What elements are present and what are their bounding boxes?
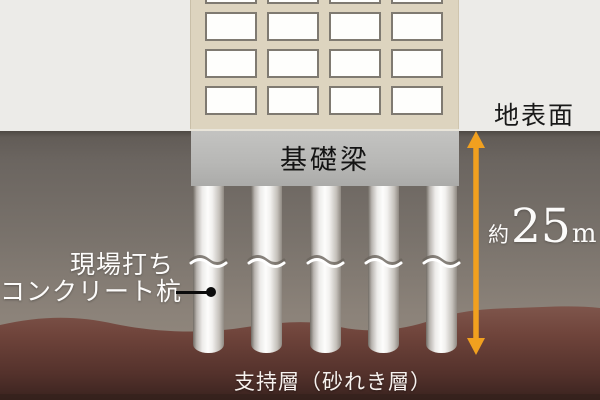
foundation-beam-label: 基礎梁 [280,145,370,176]
ground-surface-label: 地表面 [494,101,576,130]
window [267,49,319,78]
pile-label: 現場打ち コンクリート杭 [0,250,183,306]
pile-break-mark-icon [422,255,461,268]
pile-break-mark-icon [189,255,228,268]
window [329,49,381,78]
window [329,86,381,115]
pile-label-leader-dot-icon [206,287,216,297]
window [267,0,319,4]
window [329,0,381,4]
depth-value: 25 [511,199,571,254]
window [267,86,319,115]
pile [247,186,286,353]
pile-label-line1: 現場打ち [69,250,174,279]
pile [422,186,461,353]
window-grid [205,0,443,115]
pile [189,186,228,353]
pile-label-line2: コンクリート杭 [0,277,183,306]
building-facade [190,0,459,131]
pile [364,186,403,353]
depth-unit: m [571,219,597,249]
window [391,0,443,4]
foundation-beam: 基礎梁 [191,131,459,186]
pile-label-leader-line [176,291,210,294]
pile-break-mark-icon [364,255,403,268]
pile-break-mark-icon [247,255,286,268]
depth-label: 約 25 m [488,203,596,250]
window [205,49,257,78]
pile-break-mark-icon [306,255,344,268]
window [205,12,257,41]
window [267,12,319,41]
window [205,86,257,115]
pile [306,186,344,353]
support-layer-label: 支持層（砂れき層） [234,370,432,394]
measure-arrow-icon [467,131,485,355]
piles [189,186,461,353]
window [391,86,443,115]
window [391,49,443,78]
depth-prefix: 約 [488,223,509,247]
window [329,12,381,41]
window [205,0,257,4]
window [391,12,443,41]
